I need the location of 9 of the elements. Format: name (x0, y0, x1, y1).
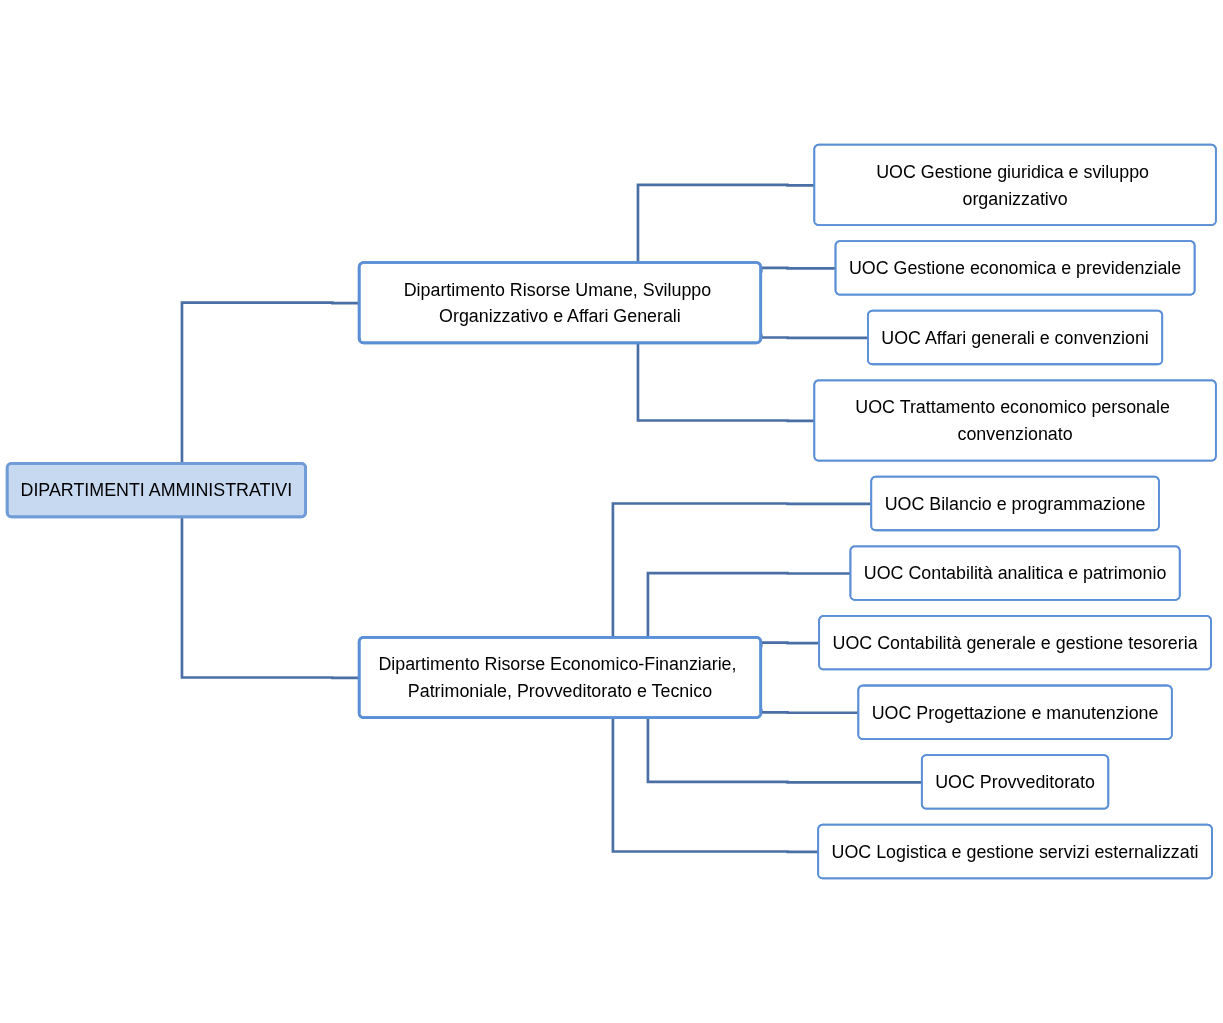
connector (646, 571, 851, 638)
connector (636, 343, 815, 423)
connector (759, 266, 836, 273)
connector (180, 301, 360, 464)
connector (611, 718, 819, 854)
connector (636, 183, 815, 263)
connector (759, 641, 820, 648)
connector (180, 517, 360, 680)
connector (611, 502, 872, 638)
